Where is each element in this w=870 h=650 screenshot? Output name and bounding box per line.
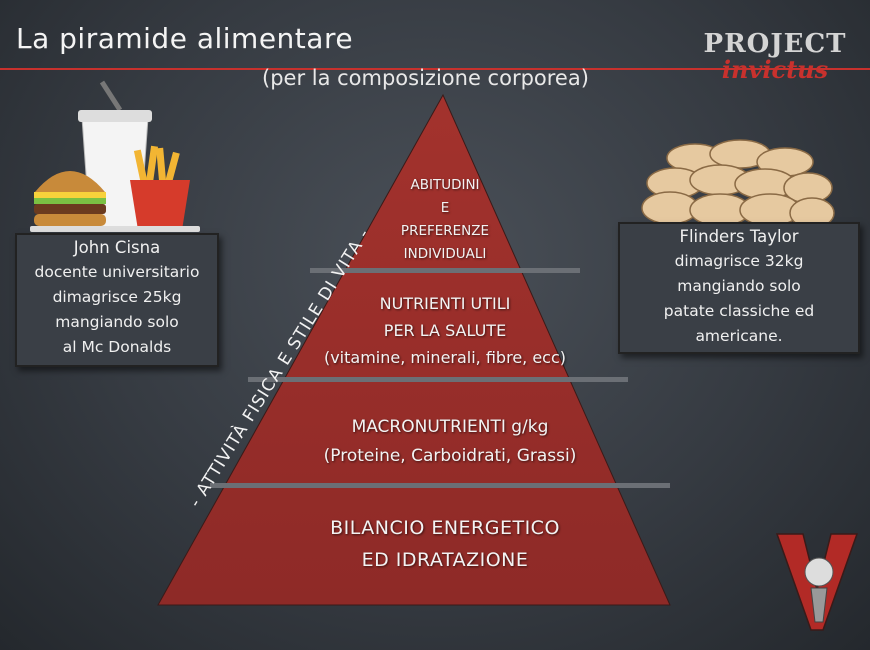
level-line: MACRONUTRIENTI g/kg [351, 417, 549, 437]
card-name: Flinders Taylor [679, 227, 799, 246]
level-line: (vitamine, minerali, fibre, ecc) [323, 348, 567, 367]
title-rule [0, 68, 870, 70]
card-line: dimagrisce 32kg [674, 252, 804, 270]
pyramid-level-4: BILANCIO ENERGETICO ED IDRATAZIONE [245, 512, 645, 576]
food-pyramid [157, 93, 671, 606]
potatoes-icon [641, 139, 835, 229]
logo-line1: PROJECT [703, 29, 847, 59]
level-line: E [440, 200, 450, 216]
card-line: mangiando solo [677, 277, 801, 295]
card-line: americane. [695, 327, 783, 345]
logo-line2: invictus [721, 55, 829, 84]
card-line: mangiando solo [55, 313, 179, 331]
level-line: ED IDRATAZIONE [361, 549, 529, 571]
pyramid-band [210, 483, 670, 488]
level-line: BILANCIO ENERGETICO [330, 517, 560, 539]
level-line: NUTRIENTI UTILI [379, 294, 511, 313]
pyramid-band [248, 377, 628, 382]
pyramid-band [310, 268, 580, 273]
card-line: patate classiche ed [663, 302, 815, 320]
card-line: docente universitario [34, 263, 200, 281]
invictus-mark-icon [775, 533, 859, 631]
card-line: dimagrisce 25kg [52, 288, 182, 306]
pyramid-level-1: ABITUDINI E PREFERENZE INDIVIDUALI [360, 174, 530, 266]
page-title: La piramide alimentare [16, 22, 354, 55]
level-line: (Proteine, Carboidrati, Grassi) [323, 446, 577, 466]
page-subtitle: (per la composizione corporea) [262, 66, 589, 90]
flinders-taylor-card: Flinders Taylor dimagrisce 32kg mangiand… [618, 222, 860, 354]
card-name: John Cisna [73, 238, 161, 257]
pyramid-shape [157, 93, 671, 606]
level-line: INDIVIDUALI [403, 246, 487, 262]
john-cisna-card: John Cisna docente universitario dimagri… [15, 233, 219, 367]
project-invictus-logo: PROJECT invictus [690, 30, 860, 82]
pyramid-level-3: MACRONUTRIENTI g/kg (Proteine, Carboidra… [255, 413, 645, 471]
pyramid-level-2: NUTRIENTI UTILI PER LA SALUTE (vitamine,… [285, 290, 605, 371]
level-line: PER LA SALUTE [383, 321, 507, 340]
level-line: PREFERENZE [400, 223, 490, 239]
card-line: al Mc Donalds [62, 338, 172, 356]
level-line: ABITUDINI [410, 177, 480, 193]
burger-fries-drink-icon [30, 80, 200, 232]
